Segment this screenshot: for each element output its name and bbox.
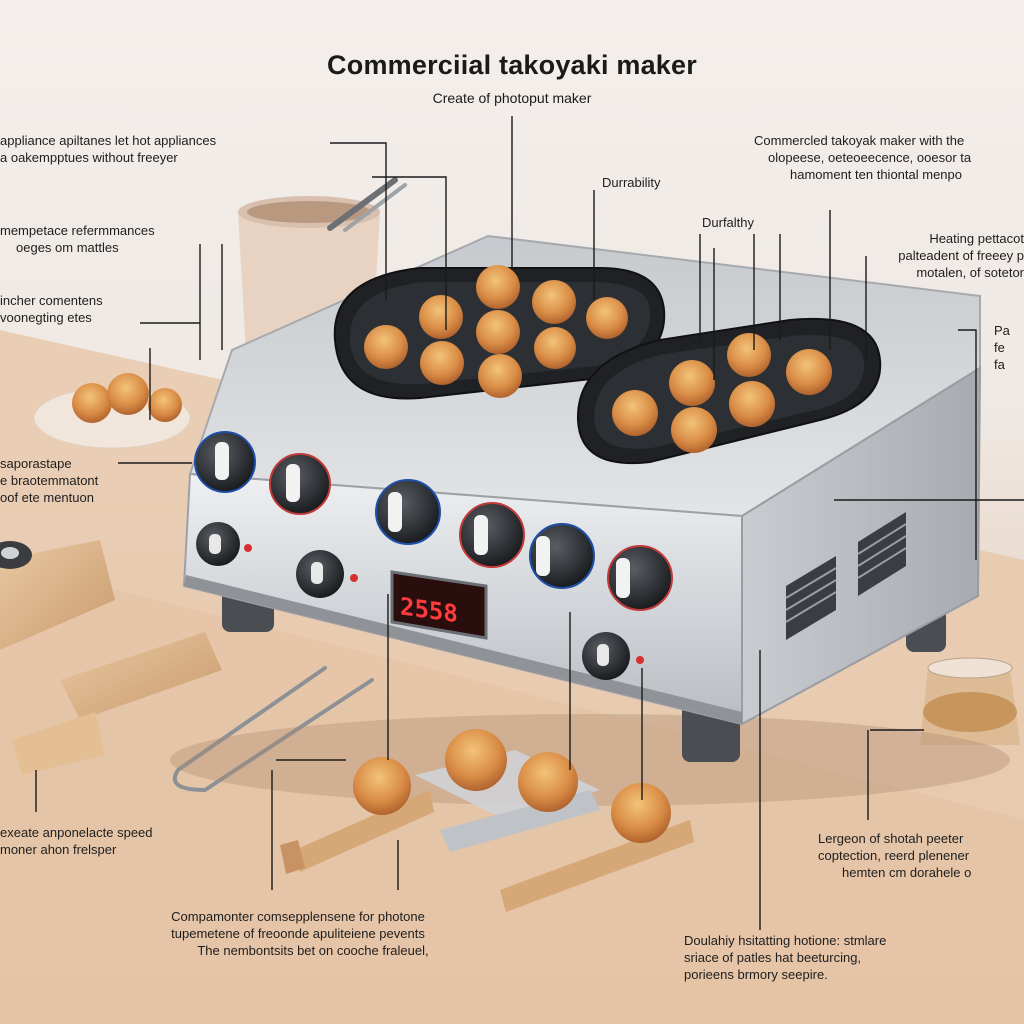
wooden-board-left bbox=[0, 540, 115, 650]
digital-display: 2558 bbox=[390, 570, 488, 640]
takoyaki-balls bbox=[364, 265, 832, 453]
diagram-title: Commerciial takoyaki maker bbox=[327, 50, 697, 80]
metal-picks bbox=[172, 666, 374, 792]
label-durability-2: Durfalthy bbox=[702, 215, 755, 230]
label-durability-1: Durrability bbox=[602, 175, 661, 190]
callout-lines bbox=[35, 116, 1024, 930]
glass-jar bbox=[920, 657, 1020, 745]
wooden-scraper bbox=[12, 632, 222, 775]
bowl-left bbox=[33, 373, 191, 449]
control-knobs bbox=[194, 431, 673, 680]
diagram-subtitle: Create of photoput maker bbox=[432, 90, 592, 106]
serving-boards bbox=[280, 729, 694, 912]
